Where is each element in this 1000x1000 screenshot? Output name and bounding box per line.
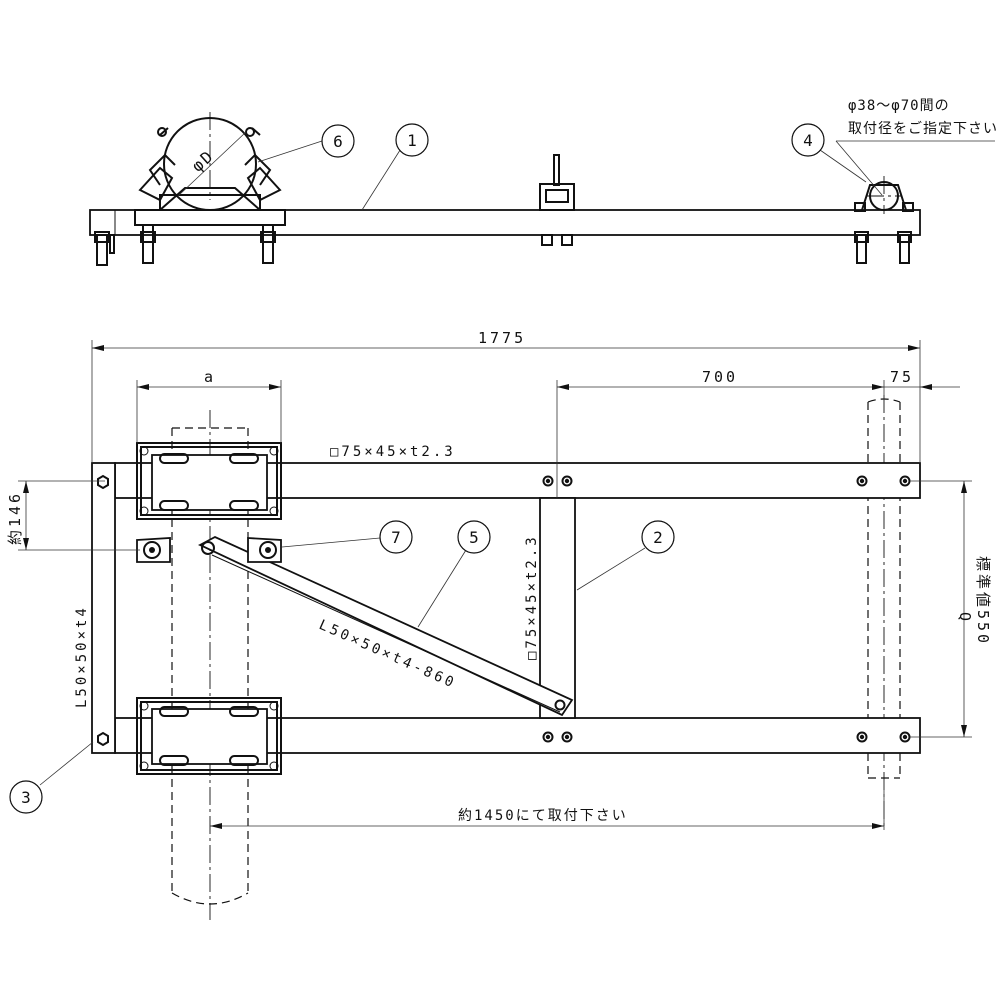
- svg-text:2: 2: [653, 528, 663, 547]
- note-line1: φ38～φ70間の: [848, 98, 950, 114]
- dim-spacing-symbol: Q: [956, 612, 974, 624]
- balloon-7: 7: [379, 520, 413, 554]
- phi-d-label: φD: [188, 146, 218, 176]
- label-end-angle: L50×50×t4: [74, 605, 90, 708]
- side-center-fitting: [539, 154, 575, 246]
- balloon-1: 1: [395, 123, 429, 157]
- dim-spacing-146: 約146: [6, 491, 24, 545]
- balloon-2: 2: [641, 520, 675, 554]
- note-line2: 取付径をご指定下さい: [848, 121, 998, 137]
- side-small-clamp: [854, 176, 914, 264]
- balloon-6: 6: [321, 124, 355, 158]
- label-cross-member: □75×45×t2.3: [524, 534, 540, 660]
- dim-overall-length: 1775: [478, 329, 526, 347]
- dimension-lines: [18, 340, 972, 830]
- side-pipe-clamp: φD: [134, 112, 286, 226]
- plan-brace: [197, 535, 574, 717]
- plan-bolts: [97, 474, 911, 747]
- dim-spacing-550: 標準値550: [974, 556, 992, 646]
- plan-clamp-bottom: [136, 697, 282, 775]
- svg-text:7: 7: [391, 528, 401, 547]
- plan-end-angle: [91, 462, 116, 754]
- plan-cross-member: [539, 497, 576, 719]
- dim-span-700: 700: [702, 368, 738, 386]
- side-view: φD: [89, 98, 998, 266]
- dim-offset-75: 75: [890, 368, 914, 386]
- dim-mounting-distance: 約1450にて取付下さい: [458, 808, 628, 824]
- balloon-4: 4: [791, 123, 825, 157]
- side-main-beam: [89, 209, 921, 236]
- plan-brace-clamp: [136, 537, 282, 563]
- balloon-3: 3: [9, 780, 43, 814]
- svg-text:4: 4: [803, 131, 813, 150]
- svg-text:3: 3: [21, 788, 31, 807]
- side-bolts-left: [94, 224, 276, 266]
- svg-text:5: 5: [469, 528, 479, 547]
- balloon-5: 5: [457, 520, 491, 554]
- svg-text:1: 1: [407, 131, 417, 150]
- dim-clamp-width: a: [204, 368, 216, 386]
- svg-text:6: 6: [333, 132, 343, 151]
- small-pipe: [867, 395, 901, 830]
- mast-pipe: [171, 410, 249, 920]
- label-main-beam: □75×45×t2.3: [330, 444, 456, 460]
- plan-view: 1775 a 700 75 約146 Q 標準値550 約1450にて取付下さい…: [6, 329, 992, 920]
- plan-clamp-top: [136, 442, 282, 520]
